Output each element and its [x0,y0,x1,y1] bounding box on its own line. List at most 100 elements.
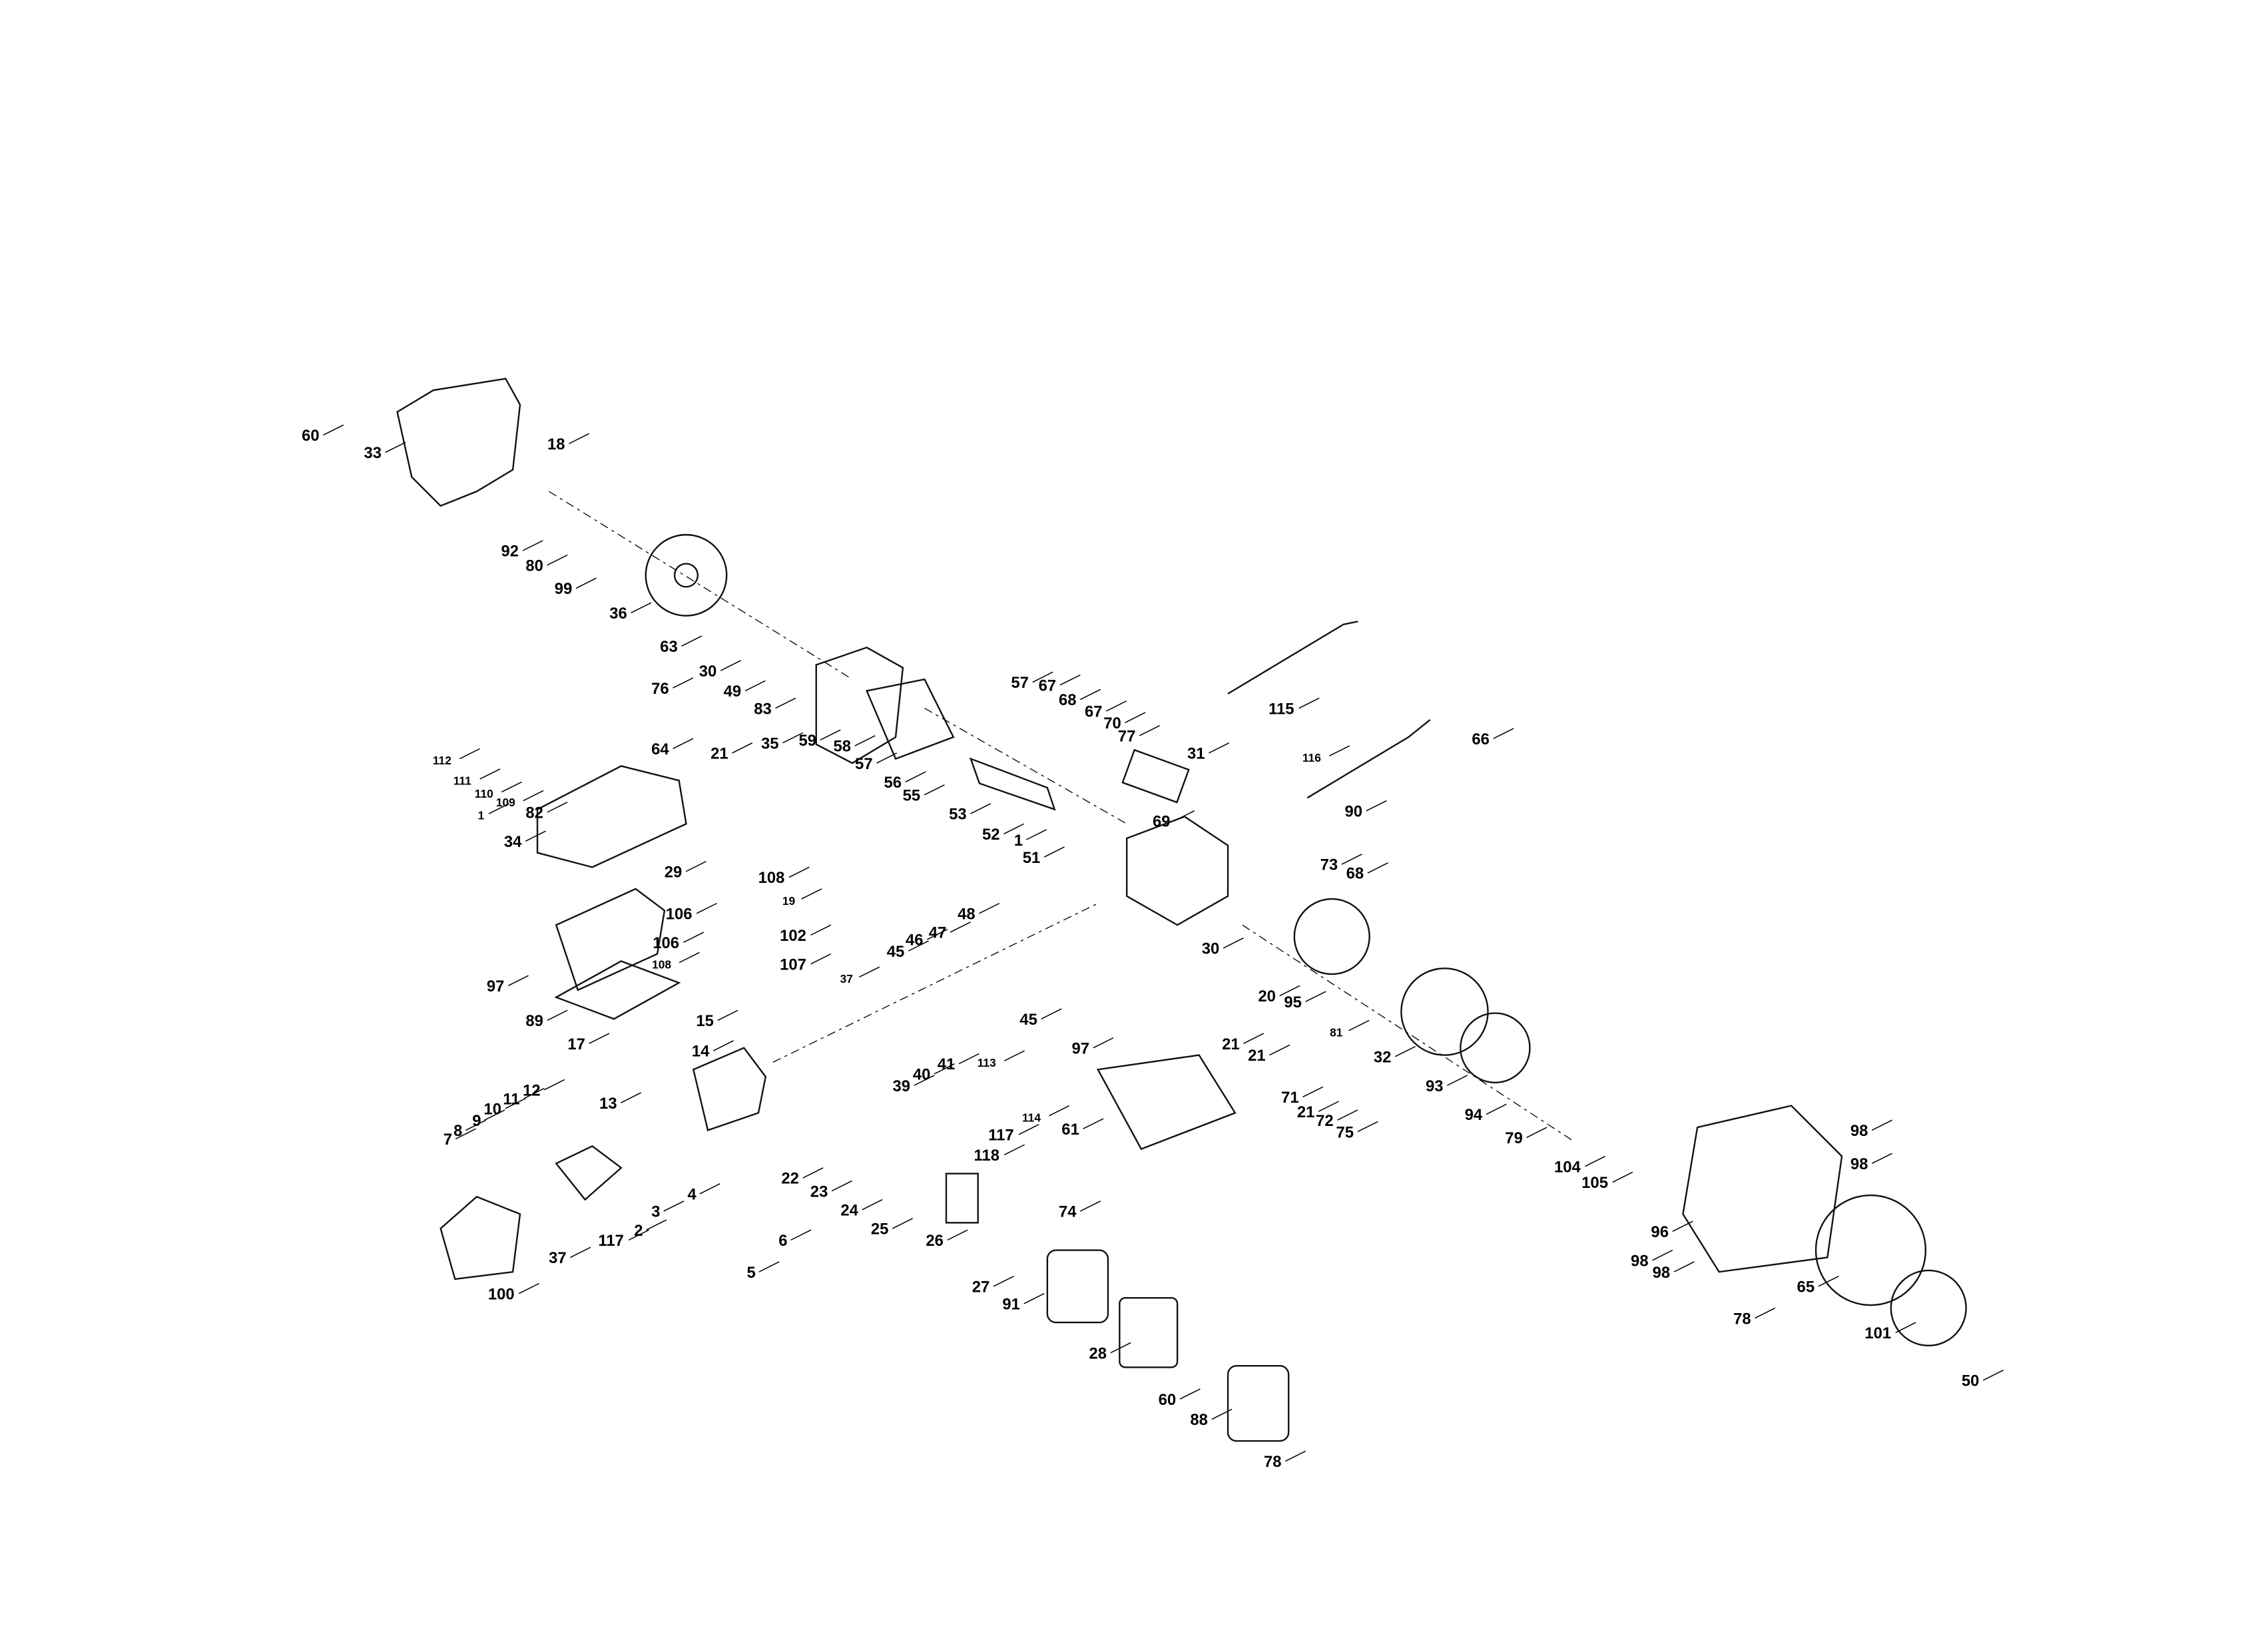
leader-line [385,441,406,453]
callout-5: 5 [746,1261,780,1282]
callout-label: 21 [710,745,728,763]
leader-line [958,1053,980,1065]
leader-line [1079,1201,1101,1212]
leader-line [1493,728,1514,739]
callout-label: 27 [972,1278,990,1296]
callout-45: 45 [887,940,929,961]
callout-26: 26 [926,1229,968,1250]
callout-label: 77 [1118,728,1136,746]
callout-label: 36 [609,605,627,623]
callout-36: 36 [609,602,652,623]
callout-32: 32 [1374,1045,1416,1066]
callout-label: 95 [1284,993,1302,1011]
callout-106: 106 [666,902,717,924]
callout-77: 77 [1118,724,1160,746]
callout-81: 81 [1330,1019,1370,1039]
callout-104: 104 [1554,1155,1606,1176]
callout-label: 90 [1345,802,1363,820]
leader-line [575,577,597,589]
callout-74: 74 [1059,1201,1101,1221]
callout-19: 19 [782,888,822,908]
callout-110: 110 [475,781,522,800]
leader-line [544,1079,565,1091]
callout-113: 113 [978,1050,1025,1069]
leader-line [831,1180,852,1192]
leader-line [1049,1105,1070,1117]
callout-117: 117 [598,1229,649,1250]
leader-line [1298,697,1320,709]
callout-label: 115 [1268,700,1294,718]
callout-72: 72 [1316,1109,1358,1130]
callout-label: 24 [840,1201,858,1219]
callout-label: 34 [504,833,522,851]
callout-label: 98 [1850,1155,1868,1173]
callout-label: 105 [1581,1174,1608,1192]
callout-99: 99 [555,577,597,598]
callout-112: 112 [433,748,481,767]
leader-line [950,922,971,933]
leader-line [1755,1307,1776,1319]
callout-101: 101 [1864,1322,1916,1342]
leader-line [1003,1144,1025,1155]
callout-label: 23 [810,1183,828,1201]
callout-94: 94 [1465,1103,1507,1124]
leader-line [1337,1109,1358,1121]
callout-31: 31 [1187,742,1230,763]
callout-label: 114 [1022,1111,1041,1124]
callout-14: 14 [692,1040,734,1061]
leader-line [646,1219,667,1231]
callout-label: 63 [660,638,678,656]
callout-label: 3 [651,1203,660,1221]
callout-30: 30 [1202,938,1244,958]
callout-label: 45 [887,943,905,961]
callout-label: 57 [1011,674,1029,692]
callout-label: 117 [598,1232,623,1250]
callout-label: 32 [1374,1048,1392,1066]
callout-label: 39 [892,1077,910,1095]
callout-label: 79 [1505,1129,1523,1147]
leader-line [1318,1101,1339,1112]
leader-line [455,1128,476,1140]
leader-line [717,1009,738,1021]
cooling-fan-93 [1460,1012,1531,1083]
leader-line [699,1183,720,1195]
callout-label: 21 [1248,1047,1266,1065]
callout-label: 30 [699,663,717,681]
leader-line [788,866,810,878]
leader-line [993,1275,1014,1287]
leader-line [1584,1155,1606,1167]
assembly-axis-2 [924,708,1127,824]
callout-label: 57 [855,755,873,773]
callout-label: 21 [1222,1035,1240,1053]
callout-label: 30 [1202,940,1220,958]
callout-label: 48 [958,905,976,923]
callout-63: 63 [660,635,702,656]
leader-line [758,1261,780,1272]
callout-98: 98 [1631,1249,1673,1270]
callout-59: 59 [798,729,841,750]
callout-label: 117 [988,1127,1013,1145]
callout-7: 7 [443,1128,476,1149]
callout-label: 98 [1850,1122,1868,1140]
callout-label: 49 [724,683,742,700]
callout-116: 116 [1302,745,1350,764]
callout-68: 68 [1059,688,1101,709]
callout-label: 64 [651,740,669,758]
callout-96: 96 [1651,1221,1693,1241]
callout-2: 2 [634,1219,667,1240]
callout-108: 108 [758,866,810,887]
valve-cover-2 [555,1145,623,1201]
leader-line [1394,1045,1416,1057]
callout-64: 64 [651,738,694,758]
callout-28: 28 [1089,1342,1131,1362]
leader-line [1003,1050,1025,1061]
callout-98: 98 [1653,1261,1695,1282]
callout-label: 2 [634,1222,643,1240]
crankcase-cover-58 [815,647,904,764]
callout-label: 76 [651,680,669,698]
leader-line [1652,1249,1673,1261]
callout-70: 70 [1103,712,1146,732]
callout-label: 73 [1320,856,1338,874]
leader-line [859,966,880,978]
callout-118: 118 [974,1144,1025,1165]
